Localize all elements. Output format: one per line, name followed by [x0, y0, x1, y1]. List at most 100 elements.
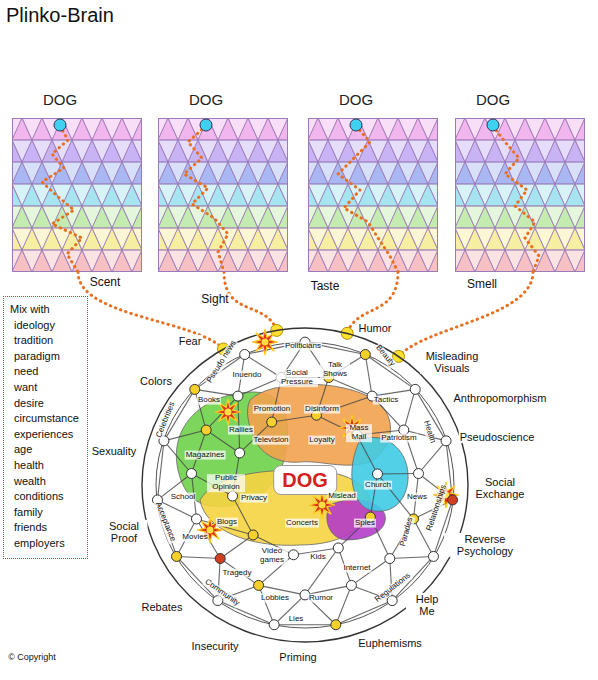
vertex: [387, 596, 397, 606]
triangle: [428, 162, 438, 184]
mix-item: circumstance: [10, 411, 79, 427]
mix-item: wealth: [10, 474, 79, 490]
ball-path: [338, 126, 398, 272]
mix-item: health: [10, 458, 79, 474]
vertex: [385, 554, 395, 564]
influence-label: Social Exchange: [469, 476, 531, 500]
board-frame: [456, 119, 585, 272]
triangle: [575, 206, 585, 228]
board-grid: [158, 118, 288, 272]
vertex: [372, 469, 382, 479]
board-grid: [308, 118, 438, 272]
triangle: [278, 162, 288, 184]
plinko-board: DOG: [455, 88, 585, 272]
sphere-word: Social Pressure: [276, 369, 318, 387]
sphere-word: Public Opinion: [207, 474, 245, 492]
sphere-word: Politicians: [284, 342, 322, 351]
board-frame: [159, 119, 288, 272]
sphere-word: Rumor: [308, 594, 334, 603]
triangle: [575, 140, 585, 162]
mix-item: family: [10, 505, 79, 521]
sphere-word: Blogs: [216, 518, 238, 527]
plinko-board: DOG: [12, 88, 142, 272]
geodesic-edge: [238, 396, 240, 453]
sphere-word: Mislead: [327, 492, 357, 501]
influence-label: Reverse Psychology: [444, 533, 526, 557]
edge-label: Taste: [309, 280, 342, 293]
geodesic-edge: [272, 415, 317, 422]
influence-label: Anthropomorphism: [453, 392, 548, 404]
sphere-word: Movies: [181, 533, 208, 542]
vertex: [190, 384, 200, 394]
vertex: [428, 551, 438, 561]
triangle: [428, 184, 438, 206]
mix-item: ideology: [10, 318, 79, 334]
vertex: [267, 417, 277, 427]
vertex: [289, 550, 299, 560]
sense-connector: [224, 272, 277, 330]
triangle: [132, 118, 142, 140]
mix-box: Mix withideologytraditionparadigmneedwan…: [3, 296, 88, 559]
geodesic-edge: [220, 535, 253, 559]
triangle: [428, 206, 438, 228]
sphere-word: Lies: [288, 615, 305, 624]
ball: [350, 119, 362, 131]
triangle: [278, 206, 288, 228]
sphere-word: Video games: [256, 547, 288, 565]
board-grid: [12, 118, 142, 272]
sphere-word: Internet: [342, 564, 371, 573]
sphere-word: Patriotism: [380, 434, 418, 443]
vertex: [360, 349, 370, 359]
ball: [54, 119, 66, 131]
sphere-word: Promotion: [253, 405, 291, 414]
triangle: [428, 250, 438, 272]
sphere-word: Books: [197, 396, 221, 405]
geodesic-edge: [259, 585, 275, 624]
sphere-band: [156, 342, 454, 628]
triangle: [575, 118, 585, 140]
sphere-word: Tactics: [373, 396, 399, 405]
mix-heading: Mix with: [10, 302, 79, 318]
geodesic-edge: [164, 430, 206, 441]
sense-connector: [347, 272, 398, 333]
sphere-word: Mass Mail: [346, 424, 372, 442]
center-word: DOG: [273, 465, 337, 495]
vertex: [187, 469, 197, 479]
geodesic-edge: [404, 389, 415, 430]
triangle: [132, 184, 142, 206]
vertex: [448, 495, 458, 505]
plinko-board: DOG: [158, 88, 288, 272]
brain-lobe: [352, 437, 408, 511]
vertex: [269, 620, 279, 630]
influence-label: Fear: [178, 335, 203, 347]
triangle: [575, 162, 585, 184]
triangle: [278, 228, 288, 250]
triangle: [132, 228, 142, 250]
triangle: [132, 162, 142, 184]
board-heading: DOG: [476, 92, 510, 109]
sphere-word: Church: [364, 481, 392, 490]
sense-connector: [398, 272, 533, 356]
geodesic-edge: [390, 556, 434, 558]
triangle: [575, 228, 585, 250]
title: Plinko-Brain: [6, 4, 114, 26]
triangle: [278, 250, 288, 272]
influence-label: Sexuality: [91, 445, 138, 457]
mix-item: age: [10, 442, 79, 458]
starburst: [252, 329, 278, 355]
geodesic-edge: [238, 378, 281, 397]
triangle: [575, 250, 585, 272]
influence-label: Pseudoscience: [459, 431, 536, 443]
triangle: [278, 118, 288, 140]
geodesic-edge: [177, 556, 218, 600]
sphere-word: Tragedy: [221, 569, 252, 578]
board-heading: DOG: [339, 92, 373, 109]
vertex: [240, 349, 250, 359]
vertex: [228, 491, 238, 501]
sphere-word: School: [170, 493, 196, 502]
vertex: [233, 391, 243, 401]
vertex: [201, 425, 211, 435]
sphere-word: Rallies: [228, 426, 254, 435]
vertex: [254, 580, 264, 590]
vertex: [346, 580, 356, 590]
